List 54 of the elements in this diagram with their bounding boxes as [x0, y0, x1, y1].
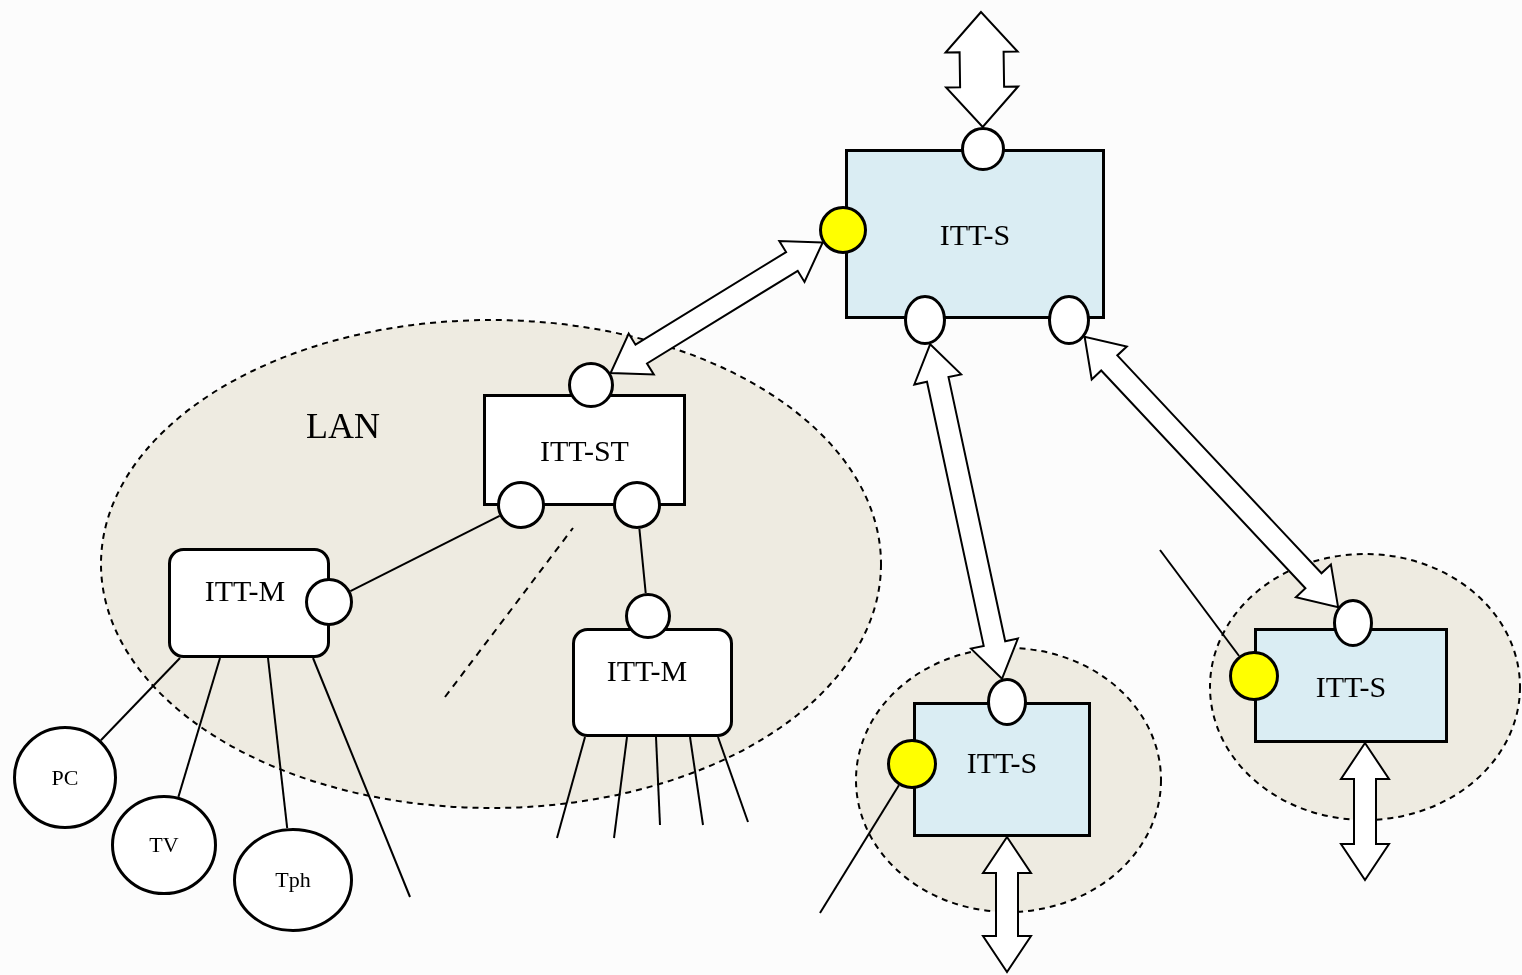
network-zone-ellipse — [100, 319, 882, 809]
connector-line — [689, 736, 704, 826]
connector-line — [655, 736, 661, 826]
node-label: LAN — [306, 407, 380, 447]
double-arrow — [1083, 335, 1340, 609]
port-circle — [904, 295, 946, 345]
port-circle — [497, 481, 545, 529]
node-label: ITT-M — [606, 653, 688, 687]
connector-line — [312, 657, 411, 898]
device-box — [483, 394, 686, 506]
double-arrow — [912, 342, 1020, 681]
device-circle — [13, 726, 117, 829]
port-circle — [568, 362, 614, 408]
port-circle — [613, 481, 661, 529]
network-zone-ellipse — [855, 647, 1162, 913]
port-circle — [1048, 295, 1090, 345]
port-circle — [1333, 599, 1373, 647]
node-label: ITT-S — [1315, 669, 1387, 703]
node-label: PC — [51, 765, 79, 790]
connector-line — [99, 657, 181, 742]
port-circle — [960, 127, 1006, 171]
port-circle — [1229, 651, 1279, 701]
connector-line — [717, 736, 749, 823]
device-box — [845, 149, 1105, 319]
device-box — [1254, 628, 1448, 743]
connector-line — [267, 657, 289, 830]
double-arrow — [981, 835, 1033, 974]
node-label: Tph — [275, 867, 311, 893]
connector-line — [1159, 549, 1241, 657]
device-box — [572, 628, 733, 737]
node-label: ITT-ST — [540, 433, 629, 467]
port-circle — [887, 739, 937, 789]
device-circle — [233, 828, 353, 932]
connector-line — [349, 514, 501, 593]
connector-line — [613, 736, 628, 839]
connector-line — [177, 657, 221, 798]
device-circle — [111, 795, 217, 895]
double-arrow — [1339, 741, 1391, 882]
double-arrow — [609, 239, 825, 376]
port-circle — [819, 206, 867, 254]
network-zone-ellipse — [1209, 553, 1521, 821]
connector-line — [638, 527, 647, 595]
connector-line — [556, 736, 586, 839]
node-label: ITT-M — [204, 573, 286, 607]
port-circle — [625, 593, 671, 639]
device-box — [168, 548, 330, 658]
node-label: TV — [149, 832, 179, 858]
port-circle — [987, 678, 1027, 726]
device-box — [913, 702, 1091, 837]
node-label: ITT-S — [966, 745, 1038, 779]
connector-line — [819, 784, 900, 914]
double-arrow — [943, 10, 1021, 129]
node-label: ITT-S — [939, 217, 1011, 251]
port-circle — [305, 578, 353, 626]
